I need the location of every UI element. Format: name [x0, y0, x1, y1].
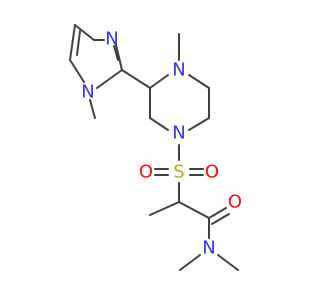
bond — [69, 59, 85, 83]
bond — [211, 213, 230, 225]
bond — [188, 74, 210, 89]
bond — [149, 74, 169, 89]
atom-label-o: O — [205, 162, 219, 183]
bond — [74, 24, 95, 41]
bond — [113, 45, 119, 61]
molecule-structure: N N N N S O O O N — [69, 24, 242, 271]
bond — [149, 201, 180, 216]
bond — [76, 30, 81, 56]
bond — [89, 99, 96, 119]
atom-label-n: N — [105, 29, 118, 50]
bonds — [69, 24, 239, 271]
atom-label-n: N — [172, 60, 185, 81]
bond — [208, 207, 227, 219]
bond — [188, 117, 210, 131]
atom-label-n: N — [81, 82, 94, 103]
bond — [115, 44, 123, 71]
atom-label-o: O — [139, 162, 153, 183]
atom-label-s: S — [173, 162, 184, 183]
molecule-diagram: N N N N S O O O N — [69, 24, 243, 271]
atom-label-n: N — [172, 123, 185, 144]
bond — [96, 69, 123, 89]
atom-label-n: N — [202, 238, 215, 259]
bond — [217, 254, 239, 271]
bond — [149, 117, 169, 131]
bond — [69, 24, 76, 61]
bond — [121, 69, 151, 89]
bond — [178, 201, 210, 219]
bond — [179, 254, 201, 271]
atom-labels: N N N N S O O O N — [81, 29, 242, 259]
atom-label-o: O — [228, 192, 242, 213]
